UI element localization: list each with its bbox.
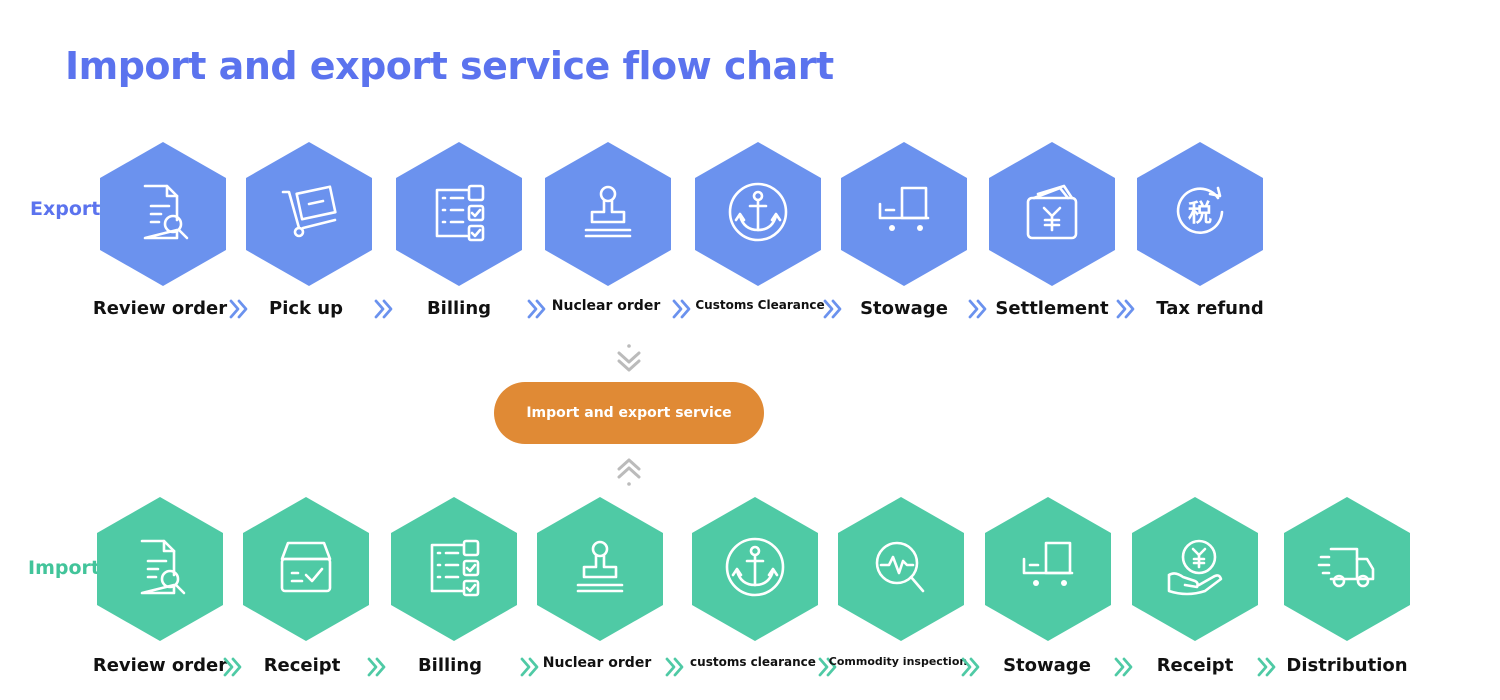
hand-yen-icon <box>1163 535 1227 604</box>
step-label: Tax refund <box>1156 298 1264 319</box>
svg-text:税: 税 <box>1188 199 1212 227</box>
delivery-truck-icon <box>1315 535 1379 604</box>
step-label: Commodity inspection <box>828 655 968 668</box>
next-step-chevron-icon <box>526 298 548 320</box>
checklist-icon <box>427 180 491 249</box>
anchor-step-hex[interactable] <box>695 142 821 286</box>
stamp-icon <box>576 180 640 249</box>
up-connector-icon <box>612 456 646 495</box>
next-step-chevron-icon <box>671 298 693 320</box>
stamp-step-hex[interactable] <box>545 142 671 286</box>
tax-refund-step-hex[interactable]: 税 <box>1137 142 1263 286</box>
cart-box-step-hex[interactable] <box>841 142 967 286</box>
anchor-step-hex[interactable] <box>692 497 818 641</box>
step-label: Billing <box>417 655 483 676</box>
inspection-icon <box>869 535 933 604</box>
checklist-icon <box>422 535 486 604</box>
import-export-service-button[interactable]: Import and export service <box>494 382 764 444</box>
step-label: Review order <box>92 298 228 319</box>
anchor-icon <box>726 180 790 249</box>
stamp-icon <box>568 535 632 604</box>
page-title: Import and export service flow chart <box>65 44 834 88</box>
delivery-truck-step-hex[interactable] <box>1284 497 1410 641</box>
box-check-icon <box>274 535 338 604</box>
next-step-chevron-icon <box>366 656 388 678</box>
step-label: Stowage <box>1003 655 1091 676</box>
hand-truck-icon <box>277 180 341 249</box>
next-step-chevron-icon <box>967 298 989 320</box>
hand-yen-step-hex[interactable] <box>1132 497 1258 641</box>
step-label: Pick up <box>269 298 343 319</box>
next-step-chevron-icon <box>1113 656 1135 678</box>
cart-box-step-hex[interactable] <box>985 497 1111 641</box>
cart-box-icon <box>1016 535 1080 604</box>
document-search-icon <box>131 180 195 249</box>
checklist-step-hex[interactable] <box>391 497 517 641</box>
import-row-label: Import <box>28 557 100 579</box>
next-step-chevron-icon <box>222 656 244 678</box>
export-row-label: Export <box>30 198 101 220</box>
box-check-step-hex[interactable] <box>243 497 369 641</box>
step-label: Billing <box>426 298 492 319</box>
next-step-chevron-icon <box>817 656 839 678</box>
tax-refund-icon: 税 <box>1168 180 1232 249</box>
wallet-yen-icon <box>1020 180 1084 249</box>
next-step-chevron-icon <box>664 656 686 678</box>
next-step-chevron-icon <box>1115 298 1137 320</box>
step-label: Review order <box>92 655 228 676</box>
next-step-chevron-icon <box>373 298 395 320</box>
hand-truck-step-hex[interactable] <box>246 142 372 286</box>
next-step-chevron-icon <box>960 656 982 678</box>
cart-box-icon <box>872 180 936 249</box>
wallet-yen-step-hex[interactable] <box>989 142 1115 286</box>
step-label: Nuclear order <box>542 655 652 671</box>
step-label: customs clearance <box>690 655 816 669</box>
document-search-step-hex[interactable] <box>97 497 223 641</box>
step-label: Nuclear order <box>551 298 661 314</box>
document-search-icon <box>128 535 192 604</box>
inspection-step-hex[interactable] <box>838 497 964 641</box>
next-step-chevron-icon <box>822 298 844 320</box>
down-connector-icon <box>612 340 646 379</box>
document-search-step-hex[interactable] <box>100 142 226 286</box>
stamp-step-hex[interactable] <box>537 497 663 641</box>
step-label: Stowage <box>860 298 948 319</box>
anchor-icon <box>723 535 787 604</box>
step-label: Receipt <box>263 655 341 676</box>
step-label: Receipt <box>1156 655 1234 676</box>
step-label: Customs Clearance <box>695 298 825 312</box>
step-label: Settlement <box>995 298 1109 319</box>
next-step-chevron-icon <box>519 656 541 678</box>
next-step-chevron-icon <box>228 298 250 320</box>
checklist-step-hex[interactable] <box>396 142 522 286</box>
next-step-chevron-icon <box>1256 656 1278 678</box>
step-label: Distribution <box>1286 655 1408 676</box>
